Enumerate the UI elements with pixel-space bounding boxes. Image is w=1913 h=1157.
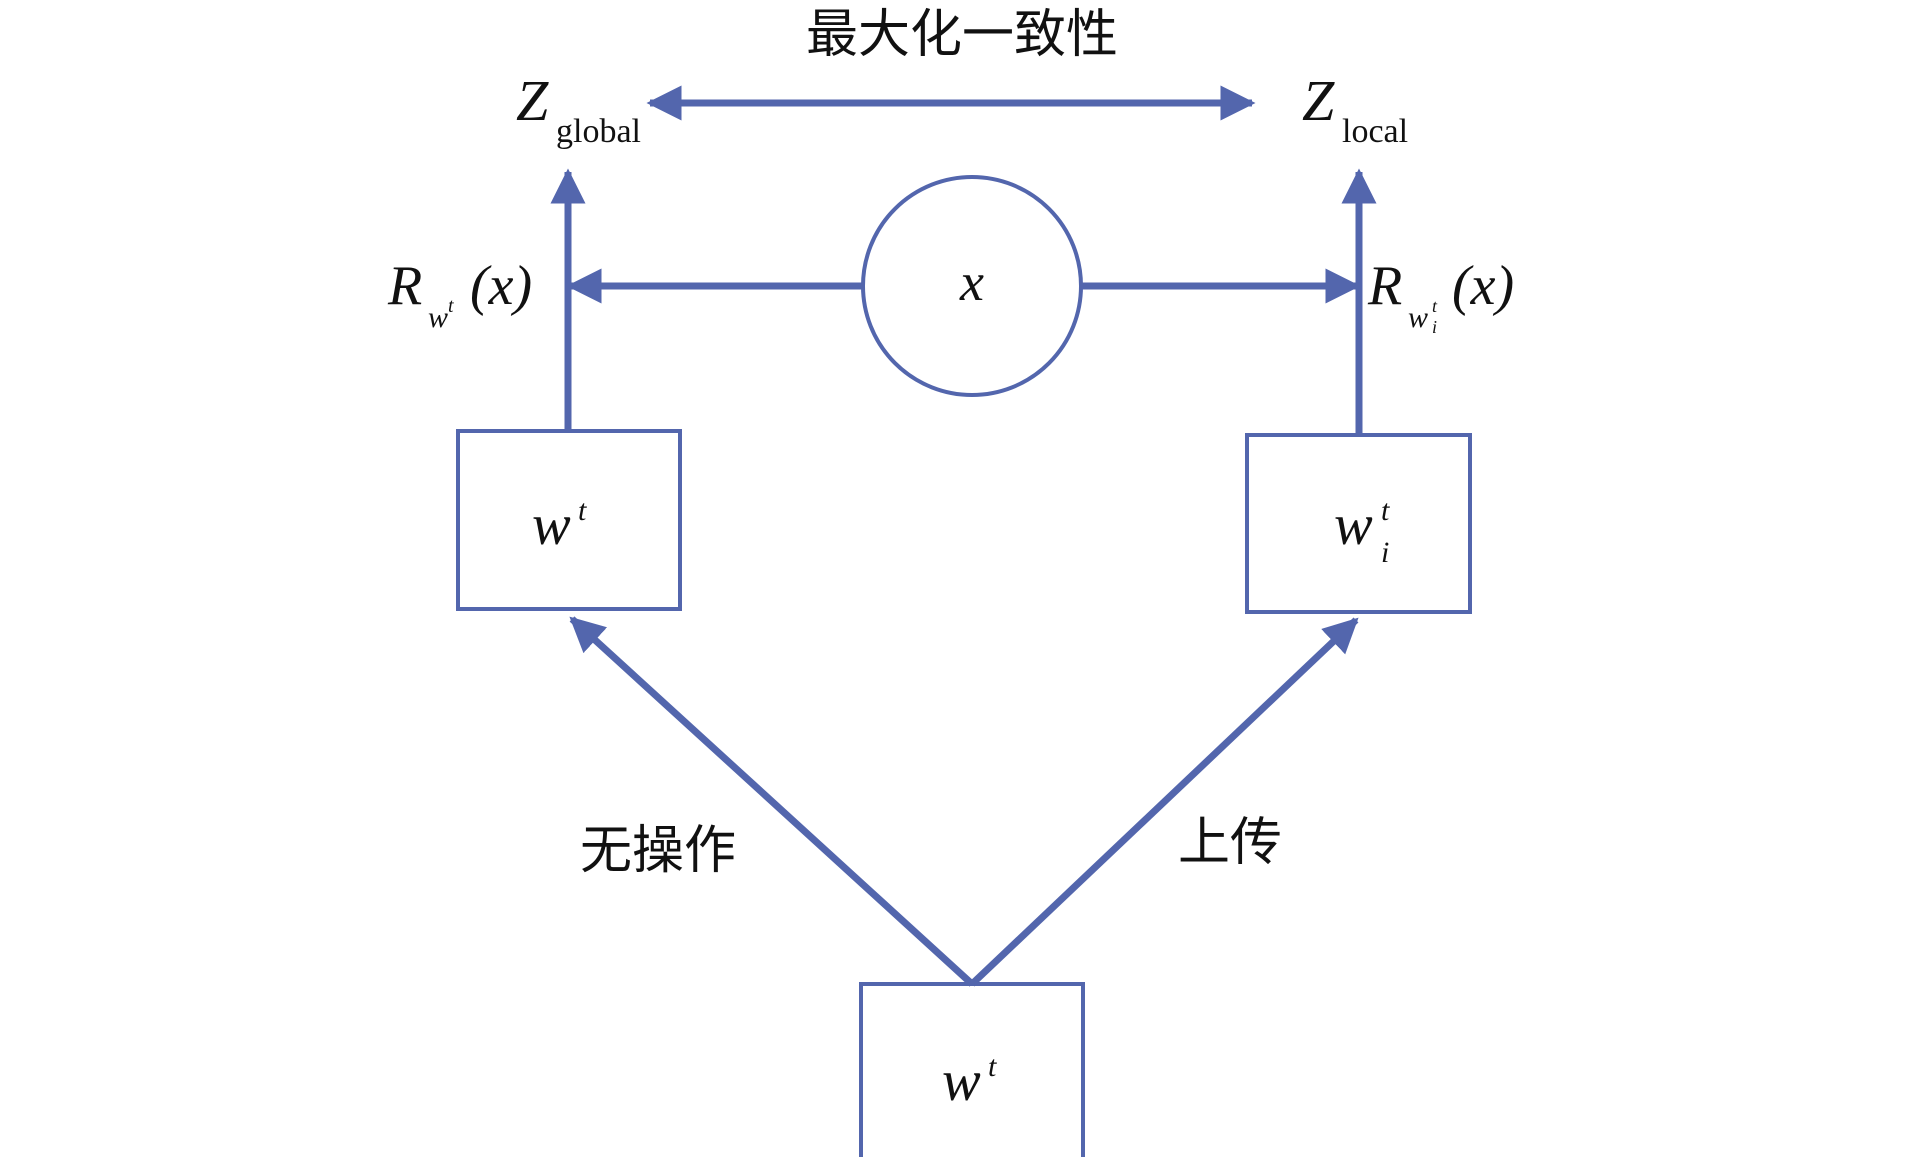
- global-model-label: w t: [532, 492, 587, 557]
- local-rep-arg: (x): [1452, 255, 1514, 317]
- upload-label: 上传: [1178, 813, 1282, 873]
- z-local-main: Z: [1302, 68, 1335, 133]
- global-rep-arg: (x): [470, 255, 532, 317]
- global-model-box: [456, 429, 682, 611]
- global-rep-main: R: [387, 255, 422, 317]
- local-rep-sub: w: [1408, 301, 1428, 334]
- z-global-label: Z global: [516, 68, 641, 150]
- z-global-main: Z: [516, 68, 549, 133]
- local-model-main: w: [1334, 492, 1373, 557]
- global-model-main: w: [532, 492, 571, 557]
- local-model-sup: t: [1381, 494, 1390, 527]
- global-representation-label: R w t (x): [387, 255, 532, 334]
- no-op-arrow: [569, 616, 975, 987]
- global-model-sup: t: [578, 494, 587, 527]
- local-representation-label: R w t i (x): [1367, 255, 1514, 337]
- upload-arrow: [969, 617, 1359, 987]
- global-rep-sub-sup: t: [448, 295, 454, 317]
- input-node-label: x: [959, 252, 984, 312]
- local-model-sub: i: [1381, 536, 1389, 569]
- server-model-label: w t: [942, 1048, 997, 1113]
- global-rep-sub: w: [428, 301, 448, 334]
- no-op-label: 无操作: [580, 821, 736, 881]
- local-rep-main: R: [1367, 255, 1402, 317]
- z-global-sub: global: [556, 113, 641, 150]
- server-model-sup: t: [988, 1050, 997, 1083]
- server-model-main: w: [942, 1048, 981, 1113]
- z-local-label: Z local: [1302, 68, 1408, 150]
- diagram-title: 最大化一致性: [806, 5, 1118, 65]
- local-rep-sub-sup: t: [1432, 296, 1438, 316]
- local-rep-sub-sub: i: [1432, 317, 1437, 337]
- z-local-sub: local: [1342, 113, 1408, 150]
- local-model-label: w t i: [1334, 492, 1393, 569]
- local-model-box: [1245, 433, 1472, 614]
